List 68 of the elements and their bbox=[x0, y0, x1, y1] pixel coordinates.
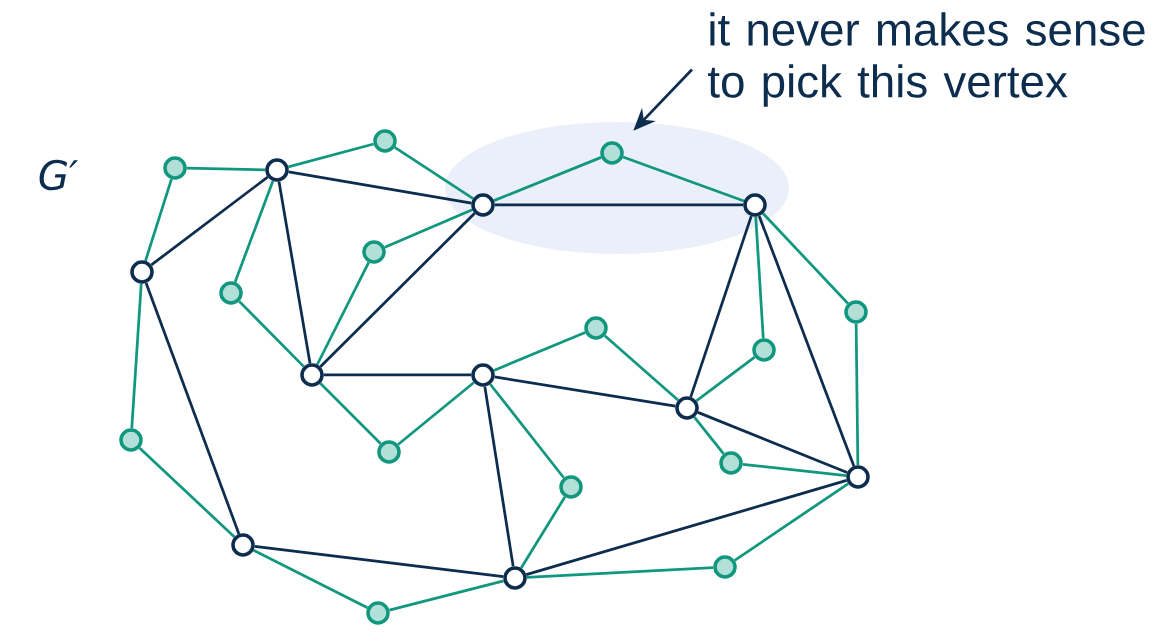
vertex bbox=[752, 338, 776, 362]
vertex bbox=[362, 240, 386, 264]
vertex bbox=[265, 158, 289, 182]
graph-edge bbox=[389, 579, 504, 612]
graph-edge bbox=[493, 156, 602, 202]
graph-edge bbox=[238, 300, 305, 368]
vertex bbox=[130, 260, 154, 284]
graph-edge bbox=[526, 566, 714, 579]
graph-edge bbox=[697, 411, 848, 474]
vertex bbox=[471, 193, 495, 217]
vertex bbox=[373, 129, 397, 153]
vertex bbox=[231, 533, 255, 557]
graph-edge bbox=[233, 180, 275, 283]
vertex bbox=[743, 193, 767, 217]
graph-edge bbox=[319, 212, 476, 368]
vertex bbox=[163, 156, 187, 180]
graph-edge bbox=[316, 261, 370, 366]
vertex bbox=[471, 363, 495, 387]
vertex bbox=[119, 428, 143, 452]
vertex bbox=[713, 555, 737, 579]
vertex bbox=[584, 316, 608, 340]
graph-edge bbox=[288, 142, 374, 169]
graph-edge bbox=[494, 203, 744, 207]
graph-edge bbox=[693, 416, 725, 455]
graph-edge bbox=[138, 447, 236, 538]
graph-edge bbox=[254, 545, 504, 578]
graph-edge bbox=[277, 181, 312, 364]
graph-edge bbox=[384, 208, 473, 249]
graph-edge bbox=[622, 155, 745, 203]
vertex bbox=[503, 566, 527, 590]
vertex bbox=[846, 465, 870, 489]
vertex bbox=[559, 475, 583, 499]
graph-edge bbox=[130, 283, 143, 429]
graph-edge bbox=[252, 549, 369, 609]
graph-edge bbox=[525, 479, 848, 576]
graph-edge bbox=[733, 482, 850, 562]
vertex bbox=[366, 601, 390, 625]
annotation-text: it never makes sense to pick this vertex bbox=[708, 12, 1145, 107]
vertex bbox=[719, 451, 743, 475]
graph-edge bbox=[493, 331, 586, 372]
graph-edge bbox=[144, 178, 173, 262]
graph-edge bbox=[397, 381, 475, 446]
graph-edge bbox=[854, 323, 860, 466]
vertex bbox=[600, 141, 624, 165]
graph-edge bbox=[483, 386, 515, 567]
graph-edge bbox=[520, 496, 567, 569]
vertex bbox=[675, 396, 699, 420]
graph-edge bbox=[757, 215, 856, 467]
graph-edge bbox=[186, 166, 266, 172]
graph-edge bbox=[689, 215, 753, 398]
graph-edge bbox=[762, 212, 849, 305]
graph-edge bbox=[323, 373, 472, 377]
vertex bbox=[219, 281, 243, 305]
graph-edge bbox=[288, 170, 472, 205]
graph-edge bbox=[754, 216, 765, 339]
graph-edge bbox=[603, 334, 680, 402]
graph-edge bbox=[150, 176, 269, 266]
graph-edge bbox=[494, 375, 676, 408]
graph-edge bbox=[394, 146, 474, 200]
graph-edge bbox=[742, 462, 847, 478]
vertex bbox=[844, 300, 868, 324]
graph-label: G′ bbox=[39, 159, 78, 191]
vertex bbox=[377, 440, 401, 464]
vertex bbox=[300, 363, 324, 387]
graph-edge bbox=[695, 355, 756, 403]
graph-edge bbox=[319, 382, 382, 445]
graph-edge bbox=[144, 282, 241, 535]
graph-edge bbox=[489, 383, 565, 479]
